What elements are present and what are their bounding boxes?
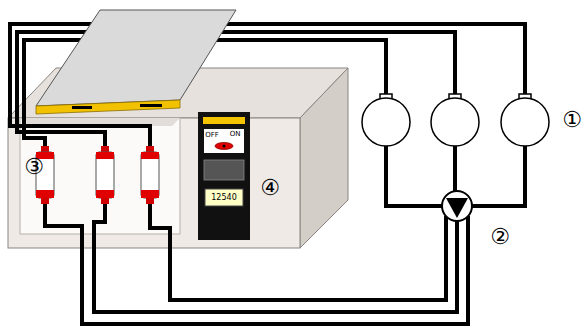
callout-number: ③	[24, 156, 44, 178]
panel-window	[204, 160, 244, 180]
outlet-tubing	[45, 204, 468, 324]
control-panel	[198, 112, 250, 240]
switch-plate	[204, 129, 244, 153]
lid-edge	[36, 100, 180, 114]
switch-pivot	[223, 145, 226, 148]
cartridges	[36, 146, 159, 204]
housing-side	[300, 68, 348, 248]
flask	[501, 94, 549, 146]
solvent-flasks	[362, 94, 549, 146]
tube	[45, 204, 468, 324]
panel-body	[198, 112, 250, 240]
callout-number: ②	[490, 226, 510, 248]
switch-label: OFF	[205, 132, 219, 139]
tube	[94, 204, 457, 312]
lid	[36, 10, 236, 114]
power-switch	[215, 143, 233, 150]
callout-number: ①	[562, 109, 582, 131]
cartridge	[96, 146, 114, 204]
tube	[150, 204, 446, 300]
pump-symbol	[442, 191, 472, 221]
lid-panel	[36, 10, 236, 106]
lid-slot	[140, 104, 162, 107]
status-strip	[203, 117, 245, 124]
switch-label: ON	[230, 131, 241, 138]
callout-number: ④	[260, 177, 280, 199]
tube	[453, 146, 457, 191]
tube	[386, 146, 442, 206]
counter-value: 12540	[211, 194, 236, 202]
flask	[362, 94, 410, 146]
lid-slot	[72, 106, 92, 109]
tube	[472, 146, 525, 206]
counter-display	[205, 189, 243, 206]
cartridge	[141, 146, 159, 204]
flask	[431, 94, 479, 146]
